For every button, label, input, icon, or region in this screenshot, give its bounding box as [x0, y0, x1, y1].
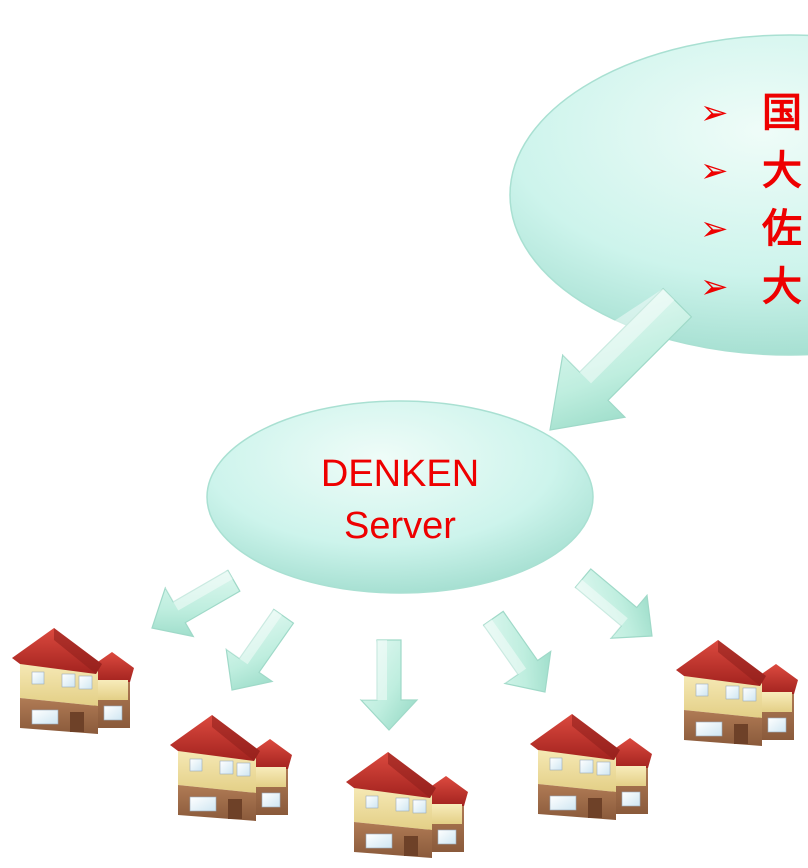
bullet-text: 国	[762, 90, 802, 136]
arrow-to-house-5	[564, 556, 671, 659]
house-3	[345, 751, 469, 859]
bullet-item: ➢佐	[700, 200, 802, 258]
server-bubble	[206, 400, 594, 594]
arrow-to-house-2	[208, 599, 308, 707]
arrow-bullet-icon: ➢	[700, 151, 729, 191]
bullet-item: ➢大	[700, 142, 802, 200]
arrow-bullet-icon: ➢	[700, 267, 729, 307]
arrow-bullet-icon: ➢	[700, 93, 729, 133]
bullet-item: ➢大	[700, 258, 802, 316]
house-2	[169, 714, 293, 822]
house-5	[675, 639, 799, 747]
arrow-to-house-1	[137, 555, 249, 653]
arrow-to-house-3	[360, 639, 418, 731]
cloud-bullet-list: ➢国 ➢大 ➢佐 ➢大	[700, 84, 802, 316]
bullet-item: ➢国	[700, 84, 802, 142]
cloud-bubble	[509, 34, 808, 356]
house-1	[11, 627, 135, 735]
server-label: DENKEN Server	[305, 448, 495, 552]
arrow-bullet-icon: ➢	[700, 209, 729, 249]
bullet-text: 大	[762, 148, 802, 194]
bullet-text: 大	[762, 264, 802, 310]
server-label-line2: Server	[344, 505, 456, 547]
bullet-text: 佐	[762, 206, 802, 252]
cloud-to-server-arrow	[549, 287, 693, 431]
server-label-line1: DENKEN	[320, 453, 480, 495]
arrow-to-house-4	[469, 601, 569, 709]
house-4	[529, 713, 653, 821]
